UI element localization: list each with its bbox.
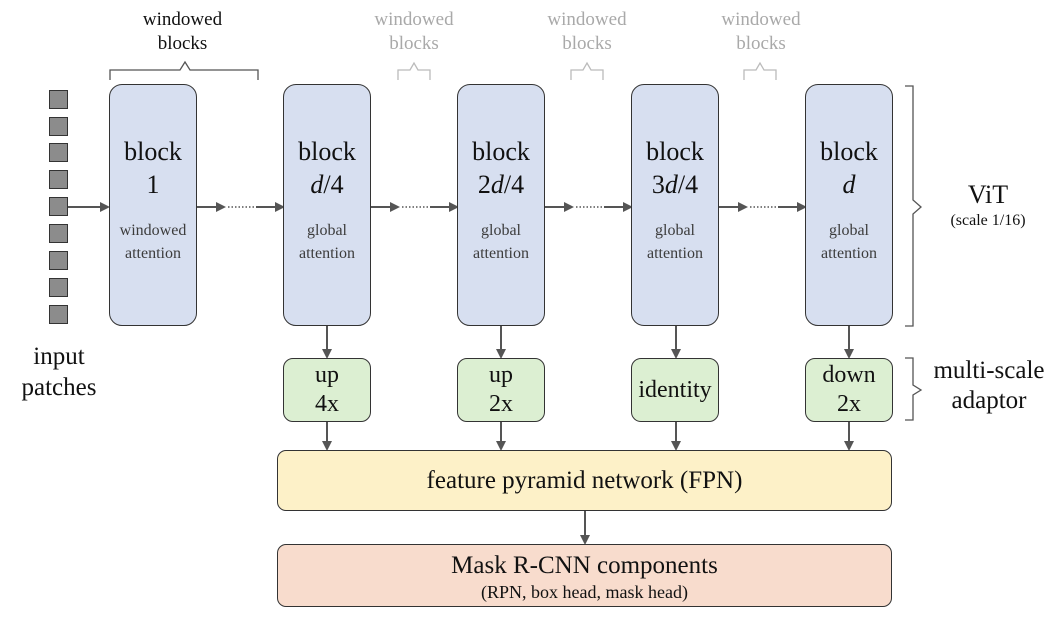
block-title-word: block [820,137,878,166]
block-index-suffix: 1 [146,170,160,199]
windowed-blocks-label: windowed blocks [142,9,223,54]
mask-rcnn-title: Mask R-CNN components [451,552,718,579]
adaptor-down-2x: down 2x [805,358,893,422]
input-patches-label: input patches [21,343,97,401]
input-patch [49,305,68,324]
windowed-blocks-label-faded: windowed blocks [547,9,627,54]
input-patch [49,278,68,297]
brace-windowed-blocks [109,60,259,80]
vit-block-3d-4: block 3d/4 global attention [631,84,719,326]
vit-block-d: block d global attention [805,84,893,326]
block-index-suffix: /4 [503,170,525,199]
adaptor-label: down 2x [822,362,876,417]
adaptor-label: identity [638,376,712,403]
input-patch [49,197,68,216]
block-index-suffix: /4 [323,170,344,199]
input-patch [49,117,68,136]
block-index-suffix: /4 [677,170,699,199]
block-index-var: d [664,170,678,199]
mask-rcnn-box: Mask R-CNN components (RPN, box head, ma… [277,544,892,607]
brace-windowed-faded-1 [397,61,431,80]
input-patch [49,143,68,162]
adaptor-label: up 2x [489,362,513,417]
block-attention-type: global attention [647,222,703,262]
block-index-var: d [490,170,504,199]
block-index-prefix: 3 [651,170,665,199]
brace-adaptor [905,357,923,421]
adaptor-up-2x: up 2x [457,358,545,422]
windowed-blocks-label-faded: windowed blocks [374,9,454,54]
block-attention-type: global attention [821,222,877,262]
vit-block-1: block 1 windowed attention [109,84,197,326]
block-title-word: block [124,137,182,166]
adaptor-up-4x: up 4x [283,358,371,422]
vit-label: ViT [967,180,1009,209]
multi-scale-adaptor-label: multi-scale adaptor [933,357,1045,414]
brace-windowed-faded-2 [570,61,604,80]
input-patch [49,251,68,270]
fpn-label: feature pyramid network (FPN) [426,466,743,494]
block-attention-type: global attention [299,222,355,262]
input-patch [49,170,68,189]
fpn-box: feature pyramid network (FPN) [277,450,892,511]
block-title-word: block [298,137,356,166]
brace-windowed-faded-3 [743,61,777,80]
block-title-word: block [472,137,530,166]
mask-rcnn-subtitle: (RPN, box head, mask head) [481,582,688,602]
block-attention-type: windowed attention [119,222,187,262]
block-index-var: d [842,170,856,199]
adaptor-label: up 4x [315,362,339,417]
block-index-prefix: 2 [477,170,491,199]
block-index-var: d [310,170,324,199]
input-patch [49,224,68,243]
adaptor-identity: identity [631,358,719,422]
vit-block-2d-4: block 2d/4 global attention [457,84,545,326]
input-patch [49,90,68,109]
vit-scale-label: (scale 1/16) [950,212,1026,229]
brace-vit [905,85,922,327]
windowed-blocks-label-faded: windowed blocks [721,9,801,54]
block-attention-type: global attention [473,222,529,262]
vit-block-d-4: block d/4 global attention [283,84,371,326]
block-title-word: block [646,137,704,166]
